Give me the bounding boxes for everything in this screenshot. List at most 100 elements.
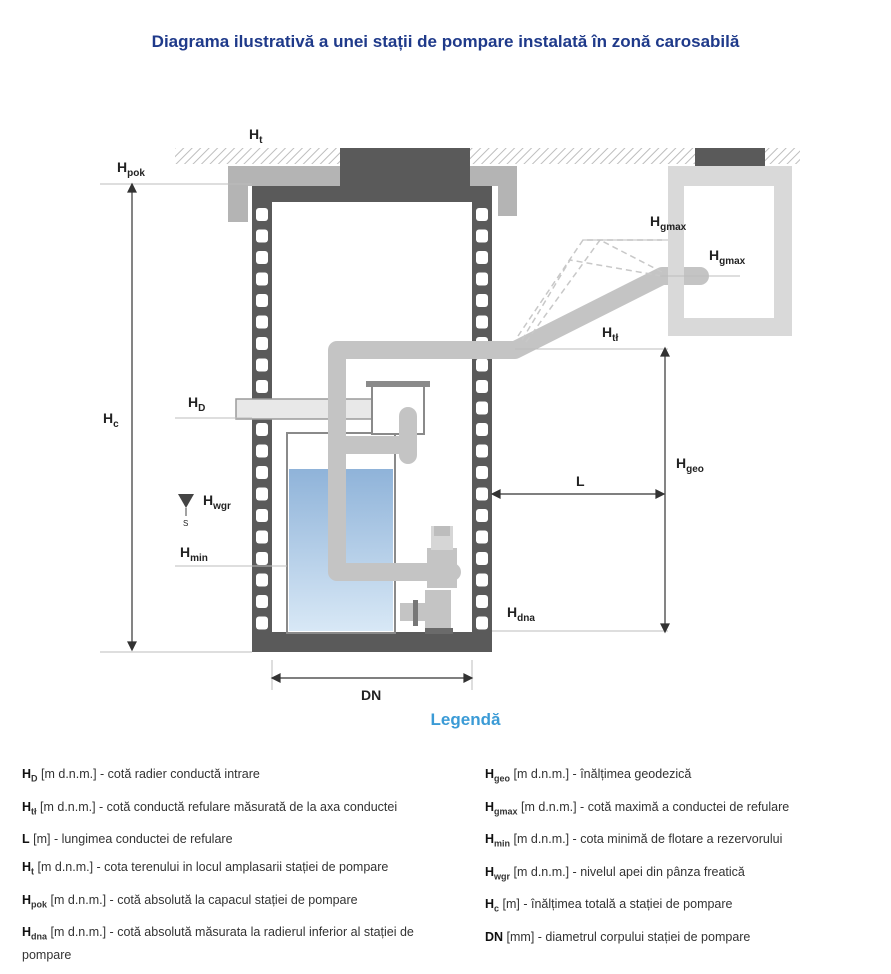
legend-description: [m d.n.m.] - cota terenului in locul amp… [34, 860, 389, 874]
wall-rib [256, 272, 268, 286]
label-hmin: Hmin [180, 544, 208, 564]
label-hgmax-upper: Hgmax [650, 213, 687, 233]
legend-description: [m] - înălțimea totală a stației de pomp… [499, 897, 733, 911]
concrete-collar-right [470, 166, 517, 216]
wall-rib [256, 208, 268, 221]
wall-rib [476, 530, 488, 544]
legend-symbol: H [485, 767, 495, 781]
wall-rib [256, 251, 268, 264]
pump-foot [425, 590, 451, 632]
legend-description: [m d.n.m.] - înălțimea geodezică [510, 767, 692, 781]
wall-rib [476, 616, 488, 630]
distribution-box-lid [366, 381, 430, 387]
wall-rib [476, 401, 488, 415]
legend-symbol-subscript: wgr [494, 871, 511, 881]
legend-item: Htł [m d.n.m.] - cotă conductă refulare … [22, 798, 462, 821]
groundwater-symbol [178, 494, 194, 508]
legend-symbol-subscript: c [494, 903, 500, 914]
reference-lines [100, 183, 740, 690]
label-hgeo: Hgeo [676, 455, 704, 475]
legend-description: [m d.n.m.] - cotă absolută la capacul st… [47, 892, 358, 907]
legend-symbol-subscript: t [31, 866, 35, 877]
legend-symbol: H [485, 832, 495, 846]
legend-item: L [m] - lungimea conductei de refulare [22, 830, 462, 848]
label-hgmax-lower: Hgmax [709, 247, 746, 267]
manhole-lid [340, 148, 470, 186]
label-ht: Ht [249, 126, 263, 146]
legend-description: [m] - lungimea conductei de refulare [29, 832, 233, 846]
wall-rib [476, 208, 488, 221]
legend-description: [m d.n.m.] - cotă absolută măsurata la r… [22, 925, 414, 962]
legend-symbol: H [485, 864, 495, 879]
dimension-arrows [127, 182, 670, 683]
label-dn: DN [361, 687, 381, 703]
pumping-station-diagram: S Ht Hpok Hc HD Hwgr Hmin Hdna Hgmax Hgm… [100, 126, 800, 703]
legend-symbol-subscript: D [31, 773, 38, 784]
ground-surface [175, 148, 800, 164]
legend-symbol-subscript: dna [31, 931, 48, 942]
wall-rib [476, 251, 488, 264]
legend-symbol: H [22, 860, 32, 874]
wall-rib [476, 294, 488, 307]
legend-description: [m d.n.m.] - cota minimă de flotare a re… [510, 832, 783, 846]
legend-symbol-subscript: min [494, 838, 511, 849]
legend-symbol: L [22, 832, 30, 846]
wall-rib [256, 466, 268, 479]
wall-rib [476, 272, 488, 286]
legend-item: Hmin [m d.n.m.] - cota minimă de flotare… [485, 830, 875, 853]
legend-symbol: H [485, 799, 495, 814]
wall-rib [256, 380, 268, 393]
wall-rib [476, 315, 488, 329]
wall-rib [256, 229, 268, 243]
wall-rib [256, 294, 268, 307]
legend-item: HD [m d.n.m.] - cotă radier conductă int… [22, 765, 462, 788]
legend-symbol: H [22, 892, 32, 907]
wall-rib [476, 573, 488, 587]
wall-rib [476, 466, 488, 479]
wall-rib [476, 229, 488, 243]
wall-rib [256, 315, 268, 329]
legend-item: Hgeo [m d.n.m.] - înălțimea geodezică [485, 765, 875, 788]
legend-symbol-subscript: pok [31, 899, 48, 909]
legend-symbol: H [485, 897, 495, 911]
wall-rib [256, 552, 268, 565]
wall-rib [256, 444, 268, 458]
wall-rib [476, 552, 488, 565]
wall-ribs [256, 208, 488, 630]
station-bottom [252, 632, 492, 652]
wall-rib [256, 595, 268, 608]
pump-top [434, 526, 450, 536]
legend-symbol: H [22, 767, 32, 781]
concrete-collar [228, 166, 340, 222]
wall-rib [256, 423, 268, 436]
wall-rib [476, 358, 488, 372]
legend-item: DN [mm] - diametrul corpului stației de … [485, 928, 875, 946]
wall-rib [256, 509, 268, 522]
receiving-chamber [668, 166, 792, 336]
receiving-chamber-lid [695, 148, 765, 166]
legend-item: Hdna [m d.n.m.] - cotă absolută măsurata… [22, 923, 462, 964]
wall-rib [476, 487, 488, 501]
wall-rib [476, 423, 488, 436]
legend-description: [mm] - diametrul corpului stației de pom… [503, 929, 751, 944]
legend-title: Legendă [430, 710, 501, 729]
wall-rib [476, 380, 488, 393]
pump-outlet-flange [413, 600, 418, 626]
legend-item: Hpok [m d.n.m.] - cotă absolută la capac… [22, 891, 462, 914]
wall-rib [256, 530, 268, 544]
legend-column-left: HD [m d.n.m.] - cotă radier conductă int… [22, 765, 462, 974]
wall-rib [256, 358, 268, 372]
legend-item: Hwgr [m d.n.m.] - nivelul apei din pânza… [485, 863, 875, 886]
legend-item: Ht [m d.n.m.] - cota terenului in locul … [22, 858, 462, 881]
pump-body [427, 548, 457, 588]
legend-symbol: H [22, 799, 32, 814]
station-top-rim [252, 186, 492, 202]
legend-description: [m d.n.m.] - cotă conductă refulare măsu… [36, 799, 398, 814]
legend-symbol-subscript: gmax [494, 806, 518, 816]
wall-rib [256, 337, 268, 350]
label-l: L [576, 473, 585, 489]
legend-symbol-subscript: geo [494, 773, 511, 784]
label-hwgr: Hwgr [203, 492, 231, 512]
wall-rib [256, 573, 268, 587]
